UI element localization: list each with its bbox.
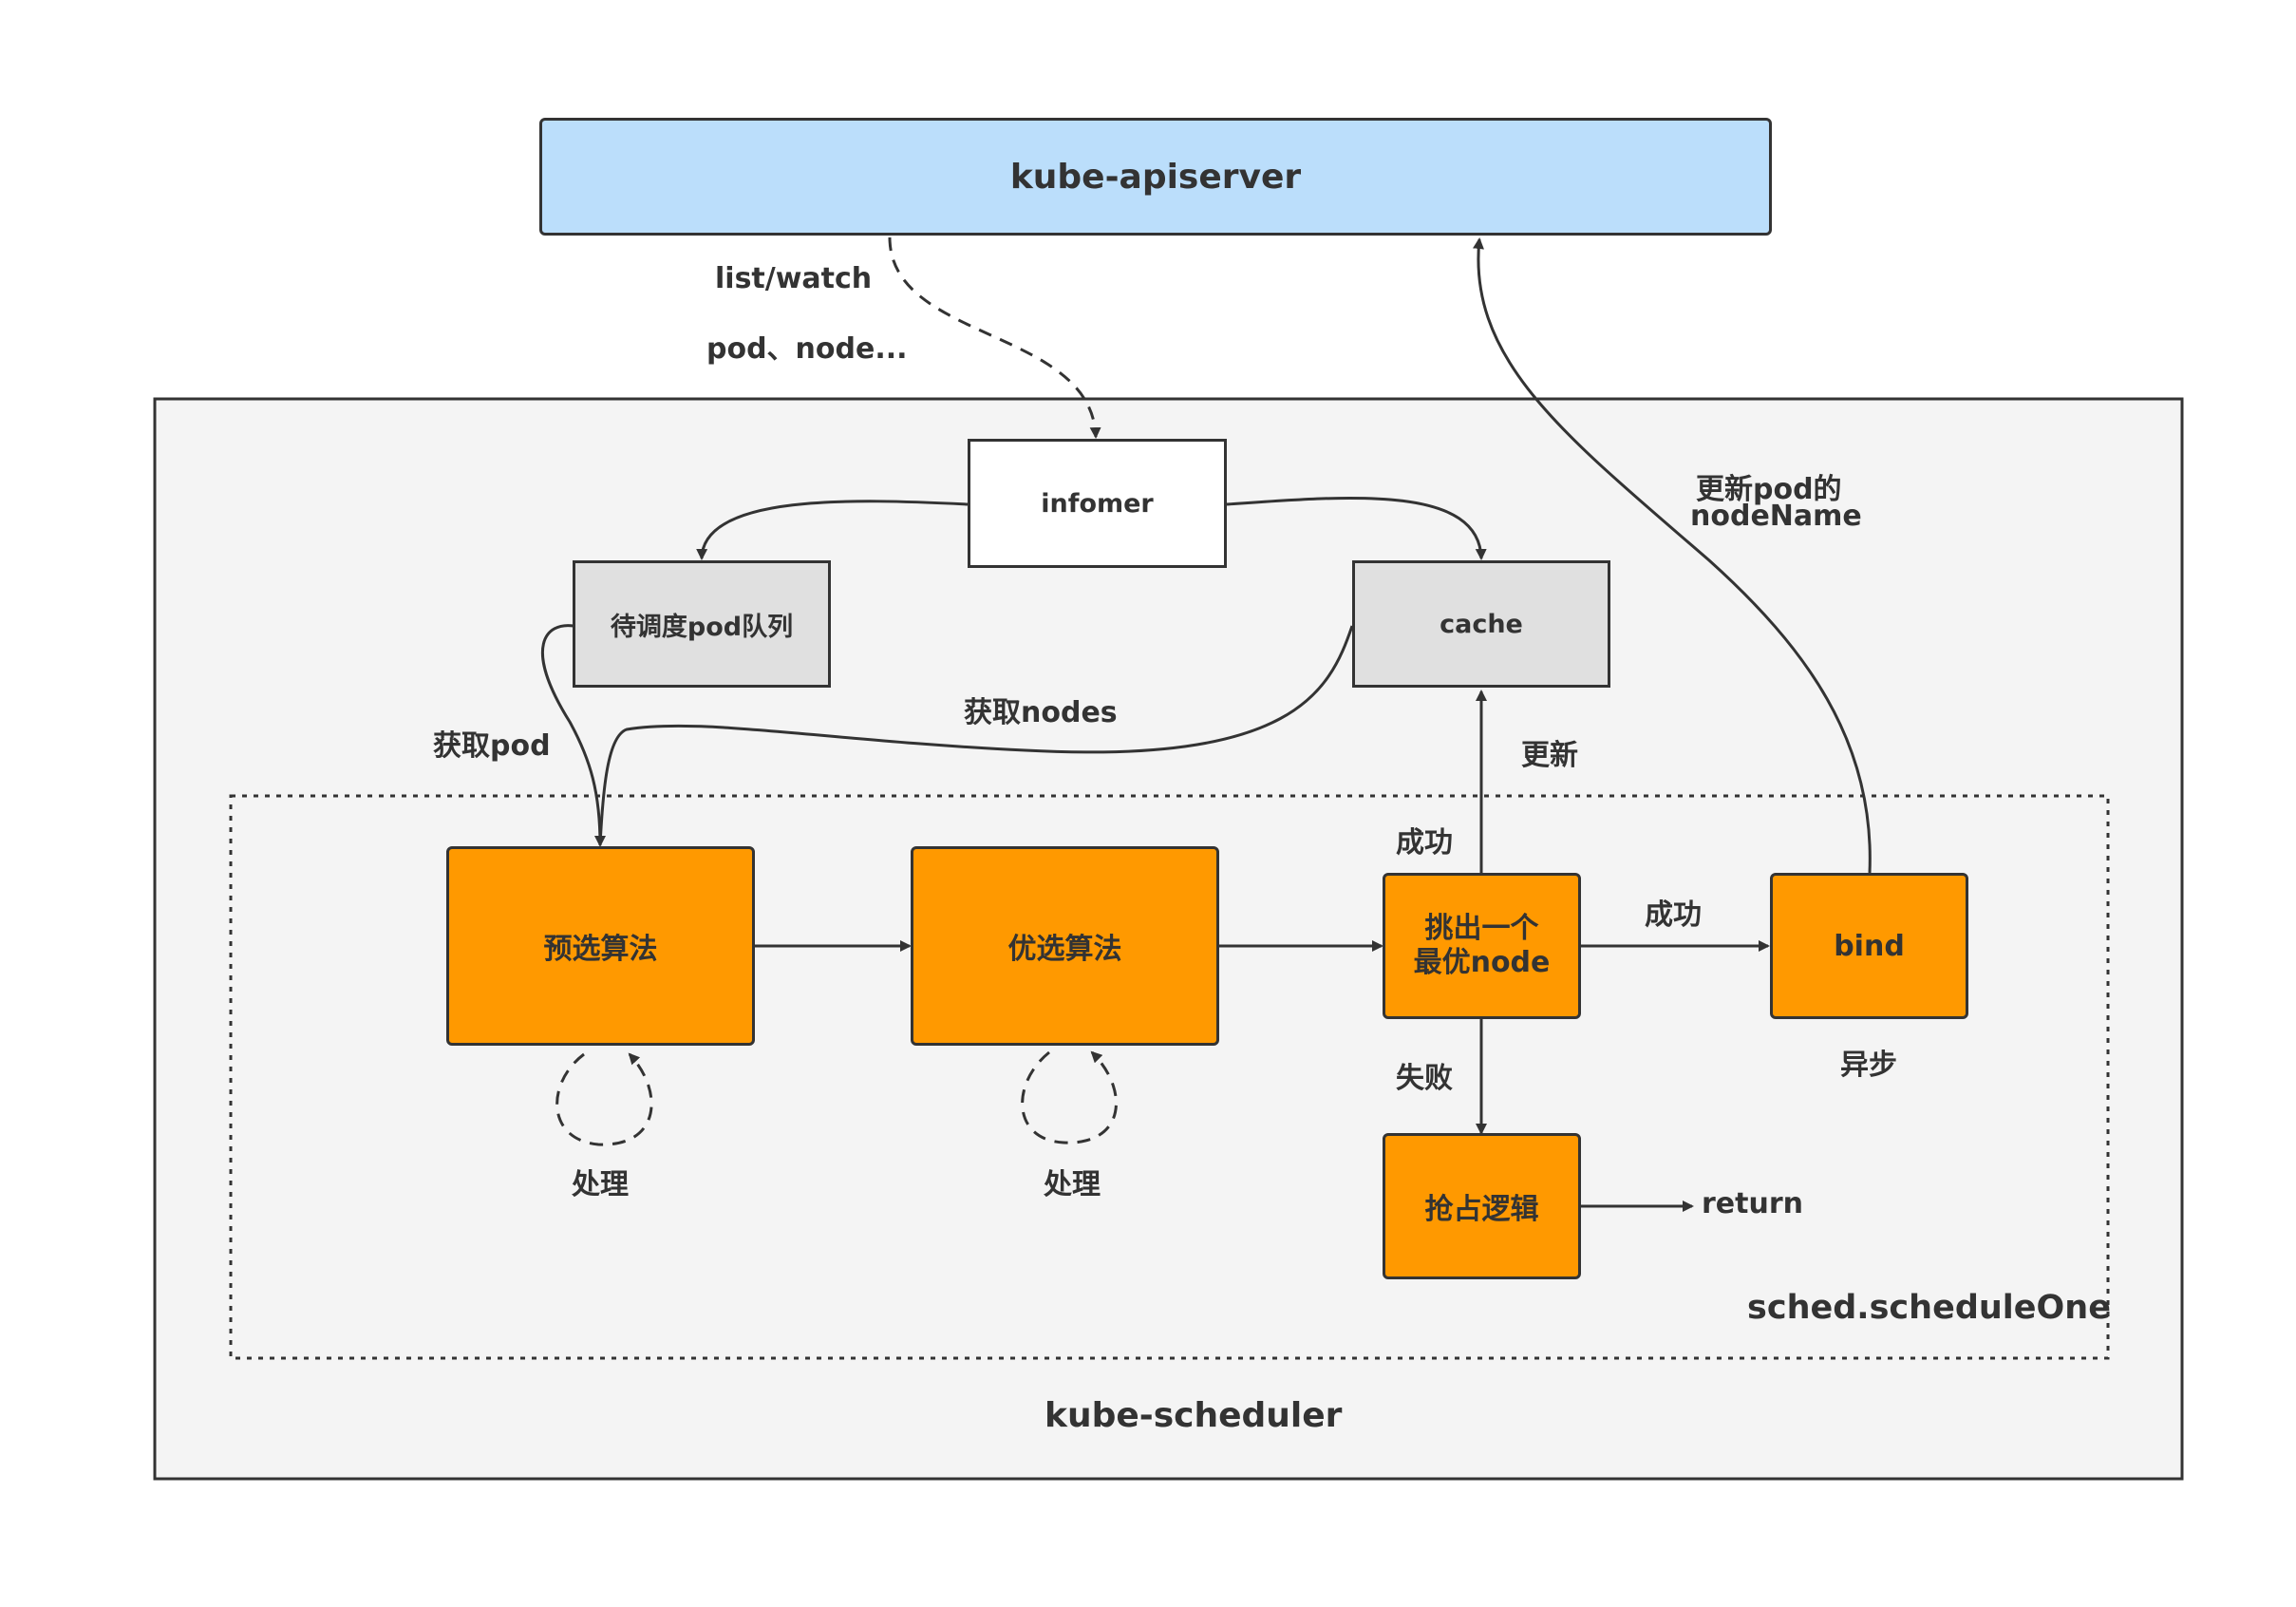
- kube-apiserver-label: kube-apiserver: [1009, 157, 1302, 197]
- process-label-1: 处理: [572, 1168, 629, 1201]
- success-right-label: 成功: [1645, 898, 1702, 932]
- kube-scheduler-label: kube-scheduler: [1044, 1396, 1343, 1435]
- update-nodename-label-1: 更新pod的: [1696, 473, 1842, 506]
- process-label-2: 处理: [1044, 1168, 1101, 1201]
- pod-queue-label: 待调度pod队列: [610, 612, 794, 642]
- edge-informer-to-cache: [1226, 496, 1487, 560]
- priorities-box: 优选算法: [911, 846, 1219, 1046]
- predicates-self-loop: [555, 1052, 653, 1146]
- select-best-line1: 挑出一个: [1424, 912, 1539, 945]
- preempt-label: 抢占逻辑: [1424, 1193, 1539, 1226]
- bind-label: bind: [1834, 929, 1905, 963]
- update-nodename-label-2: nodeName: [1690, 500, 1862, 533]
- pod-node-label: pod、node...: [706, 332, 908, 366]
- predicates-label: 预选算法: [543, 933, 658, 966]
- kube-apiserver-box: kube-apiserver: [539, 118, 1772, 236]
- failure-label: 失败: [1396, 1062, 1453, 1095]
- cache-box: cache: [1352, 560, 1610, 688]
- bind-box: bind: [1770, 873, 1968, 1019]
- schedule-one-container: [229, 794, 2110, 1360]
- get-nodes-label: 获取nodes: [964, 696, 1118, 729]
- return-label: return: [1702, 1187, 1803, 1220]
- informer-box: infomer: [968, 439, 1227, 568]
- informer-label: infomer: [1041, 488, 1154, 519]
- pod-queue-box: 待调度pod队列: [573, 560, 831, 688]
- async-label: 异步: [1840, 1049, 1897, 1082]
- priorities-self-loop: [1021, 1050, 1118, 1144]
- success-up-label: 成功: [1396, 826, 1453, 860]
- update-label: 更新: [1521, 739, 1578, 772]
- edge-bind-to-apiserver: [1473, 237, 1872, 874]
- edge-get-nodes: [598, 625, 1354, 846]
- select-best-node-box: 挑出一个 最优node: [1383, 873, 1581, 1019]
- edge-get-pod: [541, 624, 606, 847]
- predicates-box: 预选算法: [446, 846, 755, 1046]
- schedule-one-label: sched.scheduleOne: [1747, 1289, 2111, 1327]
- get-pod-label: 获取pod: [433, 729, 551, 763]
- select-best-line2: 最优node: [1413, 946, 1551, 979]
- preempt-box: 抢占逻辑: [1383, 1133, 1581, 1279]
- edge-informer-to-queue: [696, 500, 969, 560]
- priorities-label: 优选算法: [1007, 933, 1122, 966]
- cache-label: cache: [1440, 609, 1523, 639]
- list-watch-label: list/watch: [715, 262, 873, 295]
